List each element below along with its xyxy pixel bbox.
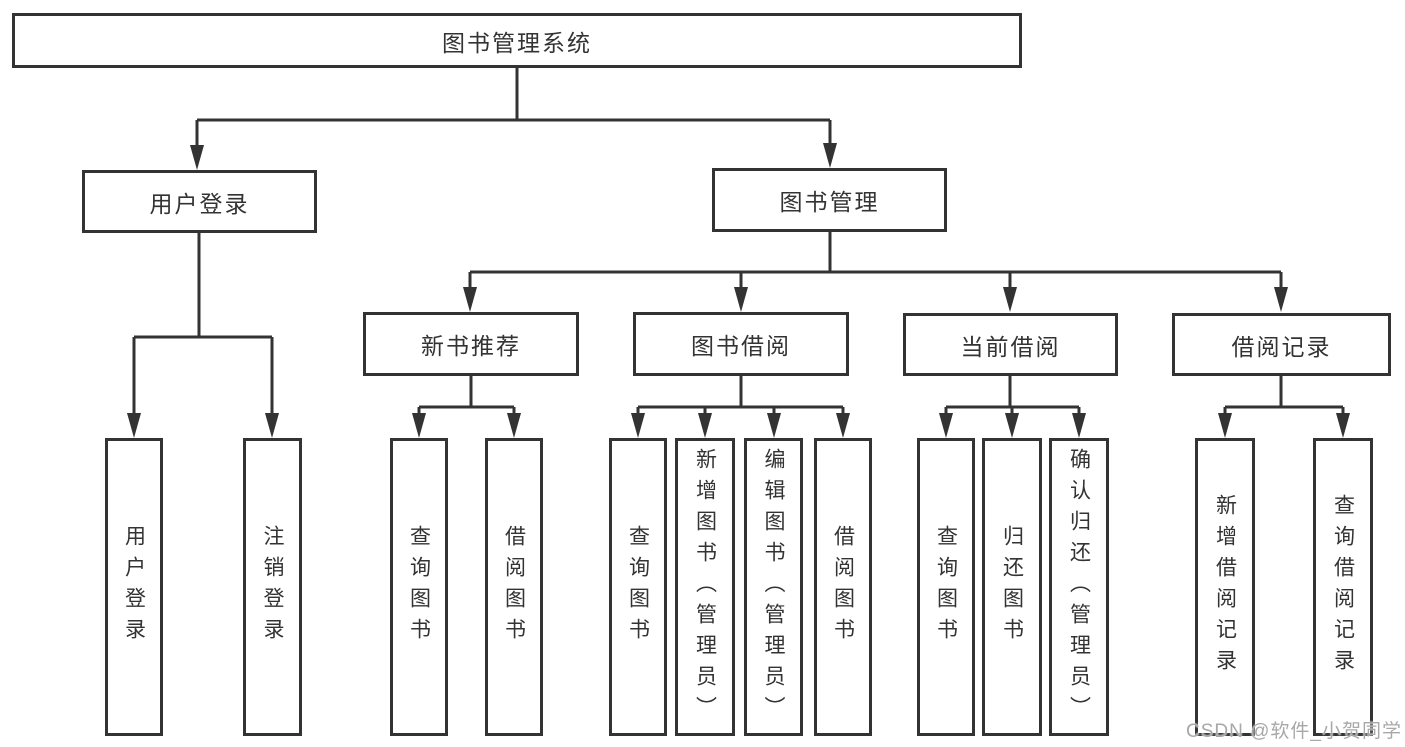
leaf-bb-borrow-books: 借阅图书 [814,438,872,736]
leaf-cb-return-books: 归还图书 [982,438,1042,736]
leaf-cb-confirm-return-admin: 确认归还（管理员） [1049,438,1109,736]
leaf-user-login: 用户登录 [105,438,163,736]
node-library-system: 图书管理系统 [12,13,1022,68]
leaf-logout: 注销登录 [243,438,302,736]
leaf-br-query-record: 查询借阅记录 [1313,438,1373,736]
csdn-watermark: CSDN @软件_小贺同学 [1186,721,1402,742]
node-current-borrowing: 当前借阅 [903,313,1118,376]
node-borrowing-records: 借阅记录 [1172,313,1391,376]
leaf-bb-query-books: 查询图书 [609,438,667,736]
leaf-nbr-borrow-books: 借阅图书 [485,438,543,736]
node-new-book-recommend: 新书推荐 [363,312,579,376]
leaf-bb-edit-books-admin: 编辑图书（管理员） [744,438,803,736]
leaf-br-add-record: 新增借阅记录 [1195,438,1255,736]
leaf-bb-add-books-admin: 新增图书（管理员） [675,438,735,736]
node-book-borrowing: 图书借阅 [633,312,849,376]
leaf-cb-query-books: 查询图书 [917,438,975,736]
leaf-nbr-query-books: 查询图书 [390,438,448,736]
arrowheads [127,143,1350,438]
node-book-management: 图书管理 [712,168,947,232]
node-user-login: 用户登录 [82,170,317,233]
